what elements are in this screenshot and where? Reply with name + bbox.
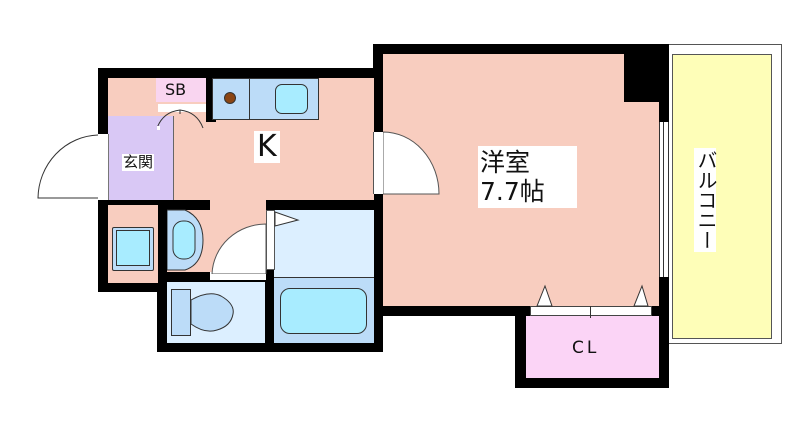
kitchen-counter bbox=[206, 78, 216, 122]
closet-door[interactable] bbox=[530, 306, 652, 316]
toilet-tank bbox=[171, 289, 191, 336]
entrance-door-swing[interactable] bbox=[36, 134, 100, 200]
closet-label: CL bbox=[572, 338, 600, 358]
room-doorway[interactable] bbox=[373, 132, 385, 194]
entrance-door-gap[interactable] bbox=[98, 134, 109, 200]
shoe-box bbox=[156, 78, 206, 102]
washer-inner bbox=[116, 230, 150, 266]
balcony-window[interactable] bbox=[659, 122, 669, 277]
stove-burner-icon bbox=[224, 92, 236, 104]
closet-door-markers bbox=[536, 284, 649, 307]
closet bbox=[526, 316, 659, 378]
window-divider bbox=[663, 122, 664, 277]
balcony bbox=[672, 54, 772, 339]
shoe-box-door-swing[interactable] bbox=[157, 106, 207, 132]
bathroom-door-gap[interactable] bbox=[210, 272, 266, 280]
western-room-name: 洋室 bbox=[480, 148, 531, 177]
balcony-label: バルコニー bbox=[694, 148, 718, 252]
entrance-label: 玄関 bbox=[122, 153, 155, 171]
bath-door[interactable] bbox=[266, 210, 275, 270]
bathtub bbox=[280, 288, 367, 334]
room-door-swing[interactable] bbox=[383, 130, 443, 196]
washbasin-bowl bbox=[167, 209, 204, 271]
shoe-box-door[interactable] bbox=[158, 104, 206, 112]
western-room-size: 7.7帖 bbox=[480, 177, 545, 206]
sink-basin bbox=[275, 84, 308, 114]
bathroom-door-swing[interactable] bbox=[210, 222, 268, 274]
western-room-label: 洋室 7.7帖 bbox=[478, 146, 577, 208]
pillar bbox=[624, 54, 660, 102]
closet-door-divider bbox=[590, 306, 591, 318]
toilet-bowl-icon bbox=[190, 293, 234, 332]
kitchen-label: K bbox=[254, 131, 280, 163]
bath-door-marker bbox=[274, 211, 300, 227]
shoe-box-label: SB bbox=[165, 80, 187, 99]
